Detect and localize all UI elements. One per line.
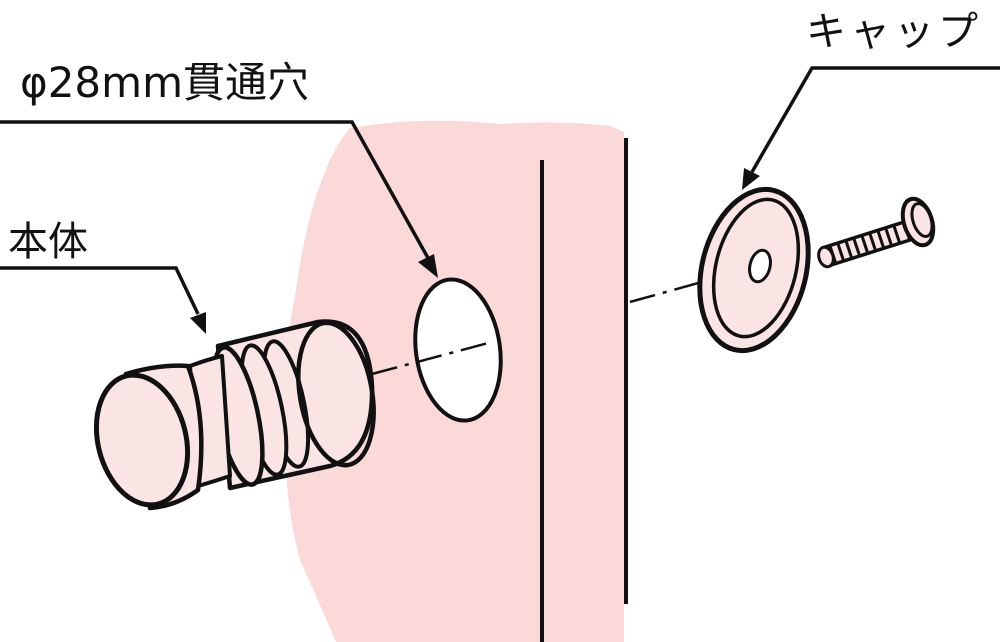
leader-line-hole [0, 120, 430, 259]
cap-center-hole [748, 248, 772, 284]
leader-cap [742, 66, 1000, 190]
leader-body [0, 266, 206, 334]
leader-line-cap [750, 66, 1000, 173]
label-through-hole: φ28mm貫通穴 [20, 58, 309, 107]
screw [817, 196, 936, 269]
arrowhead-body [190, 312, 206, 334]
cap [697, 186, 811, 354]
screw-threads [828, 225, 902, 265]
leader-hole [0, 120, 438, 278]
through-hole [413, 277, 503, 423]
label-cap: キャップ [806, 9, 982, 55]
screw-tip [817, 245, 835, 269]
label-body: 本体 [8, 219, 88, 265]
leader-line-body [0, 266, 200, 315]
body-knob [93, 319, 376, 511]
arrowhead-cap [742, 168, 760, 190]
screw-head-face [910, 202, 934, 238]
center-line-body-hole [371, 340, 493, 376]
arrowhead-hole [418, 254, 438, 278]
knob-rear-face [296, 320, 376, 468]
knob-head-face [93, 372, 191, 508]
